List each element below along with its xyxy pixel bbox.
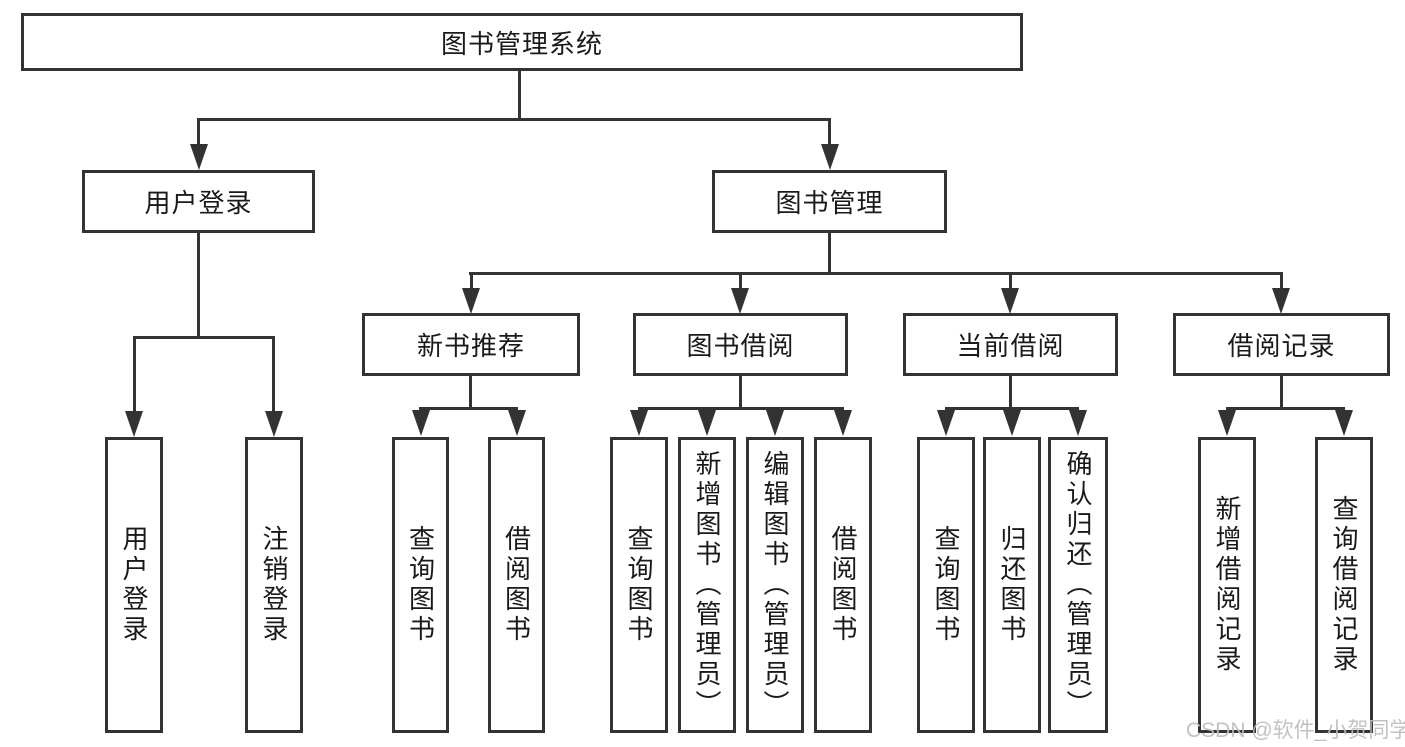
arrow-down-icon	[462, 288, 480, 314]
arrow-down-icon	[508, 410, 526, 436]
arrow-down-icon	[1272, 288, 1290, 314]
connector-group	[638, 407, 844, 410]
leaf-query-borrow-record: 查询借阅记录	[1315, 437, 1373, 733]
arrow-down-icon	[766, 410, 784, 436]
arrow-down-icon	[1003, 410, 1021, 436]
arrow-down-icon	[937, 410, 955, 436]
csdn-watermark: CSDN @软件_小贺同学	[1186, 719, 1405, 742]
leaf-label: 查询借阅记录	[1329, 495, 1359, 675]
connector-group	[419, 407, 518, 410]
connector-stub	[739, 376, 742, 407]
leaf-edit-books-admin: 编辑图书（管理员）	[746, 437, 804, 733]
node-label: 用户登录	[144, 188, 253, 218]
connector-stub	[469, 376, 472, 407]
arrow-down-icon	[1335, 410, 1353, 436]
node-borrowing-records: 借阅记录	[1173, 313, 1390, 376]
leaf-add-borrow-record: 新增借阅记录	[1198, 437, 1256, 733]
leaf-user-login: 用户登录	[105, 437, 163, 733]
arrow-down-icon	[1069, 410, 1087, 436]
leaf-label: 借阅图书	[501, 525, 532, 645]
arrow-down-icon	[190, 144, 208, 170]
leaf-add-books-admin: 新增图书（管理员）	[678, 437, 736, 733]
connector-group	[945, 407, 1079, 410]
arrow-down-icon	[412, 410, 430, 436]
connector-level1	[197, 118, 831, 121]
leaf-label: 借阅图书	[828, 525, 858, 645]
leaf-borrow-books: 借阅图书	[814, 437, 872, 733]
node-book-management: 图书管理	[712, 170, 947, 233]
leaf-borrow-books: 借阅图书	[488, 437, 545, 733]
leaf-query-books: 查询图书	[392, 437, 449, 733]
connector-user-login-stub	[197, 233, 200, 336]
leaf-label: 归还图书	[997, 525, 1027, 645]
connector-to-leaf	[133, 336, 136, 412]
leaf-label: 查询图书	[931, 525, 961, 645]
connector-to-user-login	[197, 118, 200, 148]
connector-stub	[1009, 376, 1012, 407]
arrow-down-icon	[698, 410, 716, 436]
arrow-down-icon	[834, 410, 852, 436]
connector-to-book-management	[828, 118, 831, 148]
connector-stub	[1280, 376, 1283, 407]
leaf-confirm-return-admin: 确认归还（管理员）	[1048, 437, 1108, 733]
node-label: 新书推荐	[416, 331, 525, 361]
connector-book-management-stub	[828, 233, 831, 272]
node-label: 图书管理	[775, 188, 884, 218]
leaf-query-books: 查询图书	[917, 437, 975, 733]
leaf-label: 注销登录	[259, 525, 289, 645]
connector-group	[1226, 407, 1345, 410]
arrow-down-icon	[265, 411, 283, 437]
arrow-down-icon	[731, 288, 749, 314]
connector-user-login-children	[133, 336, 275, 339]
node-label: 借阅记录	[1227, 331, 1336, 361]
node-library-management-system: 图书管理系统	[21, 13, 1023, 71]
leaf-label: 查询图书	[624, 525, 654, 645]
leaf-label: 新增借阅记录	[1212, 495, 1242, 675]
node-label: 当前借阅	[956, 331, 1065, 361]
leaf-label: 新增图书（管理员）	[692, 450, 722, 720]
leaf-query-books: 查询图书	[610, 437, 668, 733]
arrow-down-icon	[1218, 410, 1236, 436]
node-label: 图书管理系统	[440, 28, 603, 59]
node-label: 图书借阅	[686, 331, 795, 361]
node-user-login: 用户登录	[82, 170, 315, 233]
connector-to-book-borrowing	[739, 272, 742, 292]
connector-to-new-book	[470, 272, 473, 292]
connector-to-borrow-records	[1280, 272, 1283, 292]
connector-to-leaf	[272, 336, 275, 412]
leaf-label: 确认归还（管理员）	[1063, 450, 1093, 720]
arrow-down-icon	[125, 411, 143, 437]
leaf-return-books: 归还图书	[983, 437, 1041, 733]
node-new-book-recommendation: 新书推荐	[362, 313, 580, 376]
leaf-label: 查询图书	[405, 525, 436, 645]
arrow-down-icon	[1001, 288, 1019, 314]
leaf-label: 用户登录	[119, 525, 149, 645]
leaf-label: 编辑图书（管理员）	[760, 450, 790, 720]
arrow-down-icon	[630, 410, 648, 436]
leaf-logout: 注销登录	[245, 437, 303, 733]
arrow-down-icon	[821, 144, 839, 170]
node-book-borrowing: 图书借阅	[633, 313, 848, 376]
connector-to-current-borrowing	[1009, 272, 1012, 292]
connector-level2	[469, 272, 1283, 275]
node-current-borrowing: 当前借阅	[903, 313, 1118, 376]
connector-root-stub	[518, 70, 521, 118]
